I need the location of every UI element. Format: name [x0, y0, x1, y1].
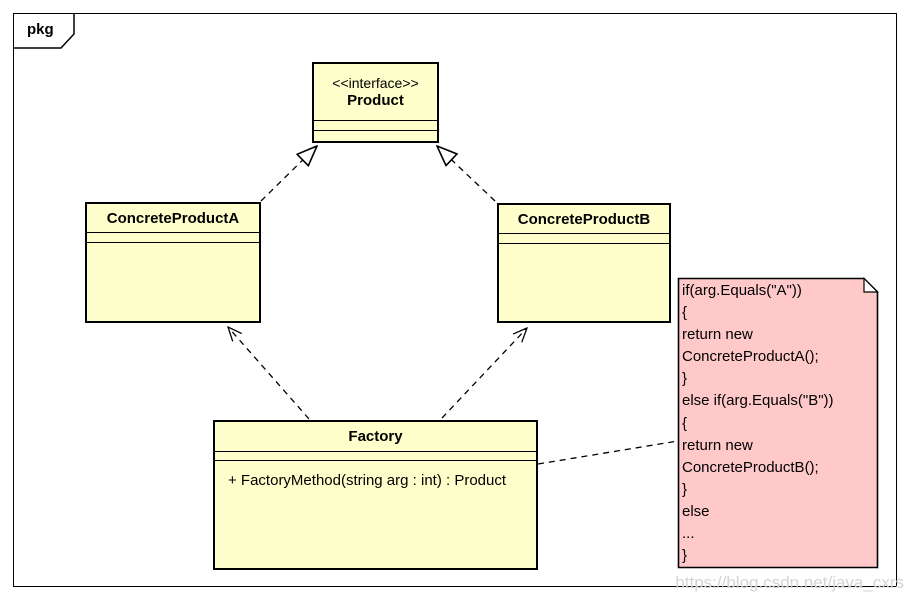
note-line: ConcreteProductB(); [682, 458, 819, 476]
dependency-arrow-factory-b [441, 328, 527, 419]
class-factory-attributes [215, 452, 536, 460]
factory-method-signature: + FactoryMethod(string arg : int) : Prod… [228, 472, 507, 489]
note-line: } [682, 480, 688, 498]
compartment-divider [499, 233, 669, 234]
package-tab-label: pkg [27, 21, 54, 38]
package-frame [13, 13, 897, 587]
class-factory-name: Factory [348, 428, 403, 445]
compartment-divider [499, 243, 669, 244]
compartment-divider [87, 232, 259, 233]
class-concrete-product-a-name: ConcreteProductA [106, 209, 240, 227]
note-line: if(arg.Equals("A")) [682, 282, 802, 299]
class-concrete-product-a-header: ConcreteProductA [87, 204, 259, 232]
realization-arrow-a-product [260, 146, 317, 202]
note-shape [677, 277, 879, 569]
class-concrete-product-b: ConcreteProductB [497, 203, 671, 323]
class-product-stereotype: <<interface>> [332, 75, 419, 91]
class-product: <<interface>> Product [312, 62, 439, 143]
note-line: } [682, 370, 688, 388]
class-concrete-product-a: ConcreteProductA [85, 202, 261, 323]
class-product-methods [314, 131, 437, 141]
note-line: ... [682, 525, 695, 543]
class-concrete-product-b-header: ConcreteProductB [499, 205, 669, 233]
class-concrete-product-a-attributes [87, 233, 259, 242]
note-line: return new [682, 436, 753, 454]
code-note: if(arg.Equals("A")) { return new Concret… [682, 280, 876, 567]
note-line: else [682, 502, 710, 520]
package-tab-outline [14, 14, 75, 49]
note-line: return new [682, 326, 753, 344]
compartment-divider [87, 242, 259, 243]
class-product-name: Product [347, 92, 404, 109]
note-line: } [682, 547, 688, 565]
class-concrete-product-b-attributes [499, 234, 669, 243]
class-factory-methods: + FactoryMethod(string arg : int) : Prod… [215, 461, 536, 568]
class-product-header: <<interface>> Product [314, 64, 437, 120]
note-anchor-line [537, 440, 679, 465]
class-factory-header: Factory [215, 422, 536, 451]
class-product-attributes [314, 121, 437, 130]
watermark-url: https://blog.csdn.net/java_cxrs [675, 573, 904, 592]
compartment-divider [215, 460, 536, 461]
note-fold-icon [863, 277, 879, 293]
realization-arrow-b-product [437, 146, 496, 202]
dependency-arrow-factory-a [228, 327, 310, 420]
note-line: ConcreteProductA(); [682, 348, 819, 366]
class-concrete-product-b-methods [499, 244, 669, 321]
compartment-divider [314, 120, 437, 121]
class-concrete-product-a-methods [87, 243, 259, 321]
compartment-divider [215, 451, 536, 452]
class-concrete-product-b-name: ConcreteProductB [517, 210, 651, 228]
class-factory: Factory + FactoryMethod(string arg : int… [213, 420, 538, 570]
compartment-divider [314, 130, 437, 131]
note-line: { [682, 414, 688, 432]
note-line: else if(arg.Equals("B")) [682, 392, 834, 410]
note-line: { [682, 304, 688, 322]
